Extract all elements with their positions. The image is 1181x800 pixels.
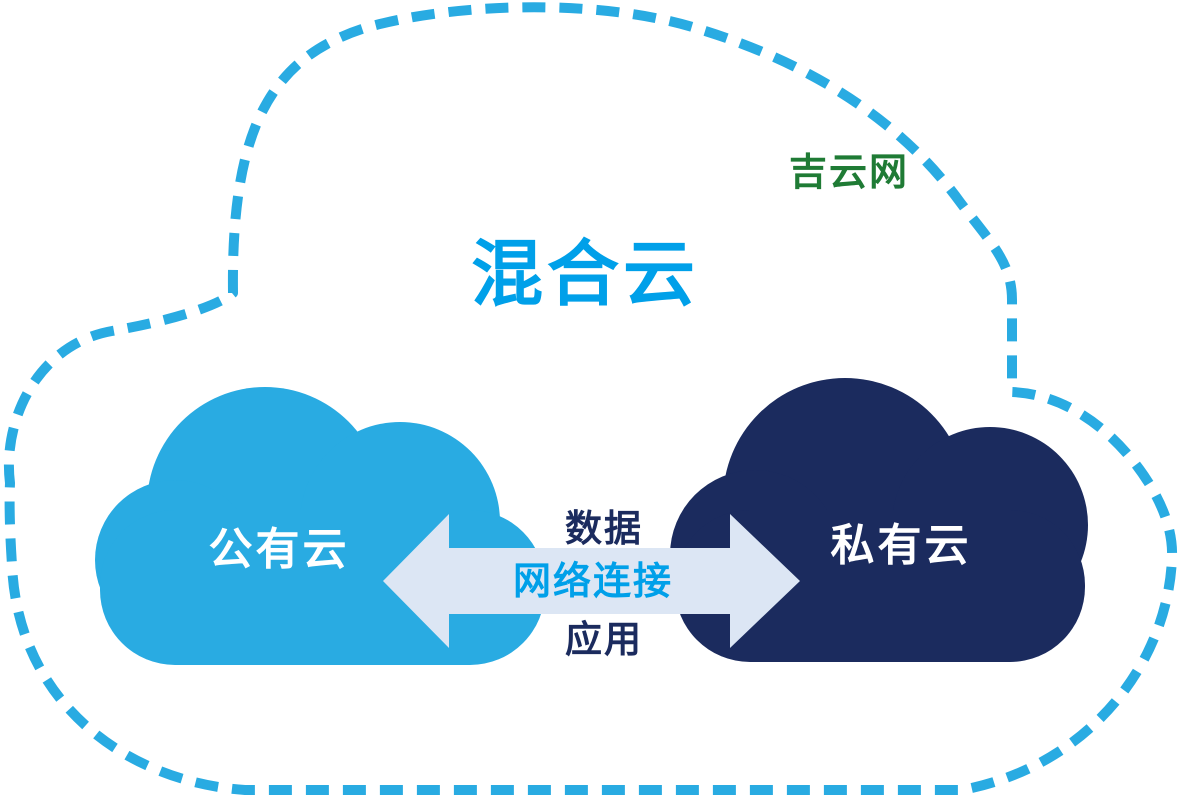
brand-label: 吉云网 [788, 150, 910, 194]
outer-dashed-cloud-outline [3, 2, 1178, 795]
connection-arrow [383, 514, 800, 648]
public-cloud-label: 公有云 [208, 524, 350, 575]
connection-top-label: 数据 [565, 507, 643, 550]
connection-label: 网络连接 [512, 559, 674, 603]
private-cloud-label: 私有云 [830, 520, 972, 571]
connection-bottom-label: 应用 [565, 618, 643, 661]
diagram-title: 混合云 [470, 232, 700, 316]
